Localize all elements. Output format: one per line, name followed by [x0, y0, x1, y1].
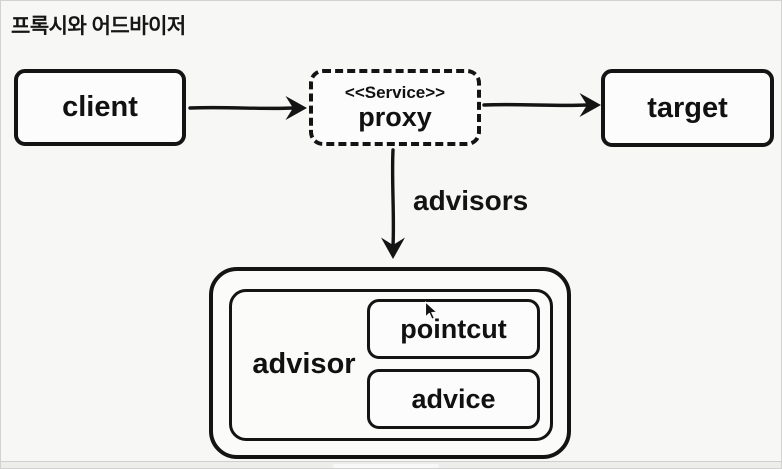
footer-bar	[1, 461, 781, 468]
advisors-edge-label: advisors	[413, 185, 529, 216]
proxy-stereotype: <<Service>>	[344, 82, 446, 102]
node-client: client	[14, 69, 186, 146]
client-label: client	[62, 91, 138, 124]
arrow-client-to-proxy	[188, 96, 307, 120]
page-title: 프록시와 어드바이저	[11, 15, 186, 38]
advisor-label: advisor	[252, 348, 356, 380]
node-pointcut: pointcut	[367, 299, 540, 359]
arrow-proxy-to-target	[482, 93, 601, 117]
arrow-proxy-to-advisor	[381, 148, 405, 259]
advice-label: advice	[411, 383, 496, 414]
proxy-label: proxy	[358, 101, 432, 132]
node-target: target	[601, 69, 774, 147]
node-advice: advice	[367, 369, 540, 429]
target-label: target	[647, 91, 728, 124]
footer-handle	[333, 464, 439, 468]
node-proxy: <<Service>> proxy	[309, 69, 481, 146]
pointcut-label: pointcut	[400, 313, 507, 344]
